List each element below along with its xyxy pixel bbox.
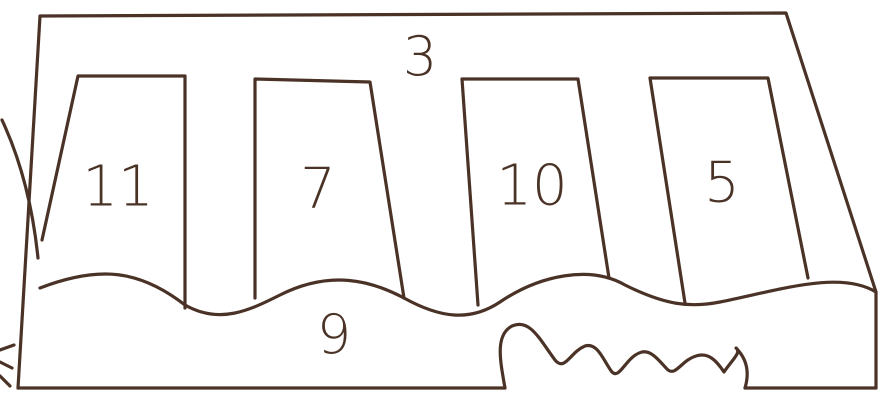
panel-1-number: 11	[82, 154, 153, 219]
wavy-base-line	[40, 274, 876, 315]
hand-shape	[500, 324, 747, 388]
roof-number: 3	[403, 25, 437, 88]
corner-star-mark	[0, 345, 14, 386]
panel-4-number: 5	[704, 150, 740, 215]
panel-3-number: 10	[496, 153, 567, 218]
panel-2-number: 7	[300, 156, 336, 221]
base-number: 9	[317, 303, 351, 366]
